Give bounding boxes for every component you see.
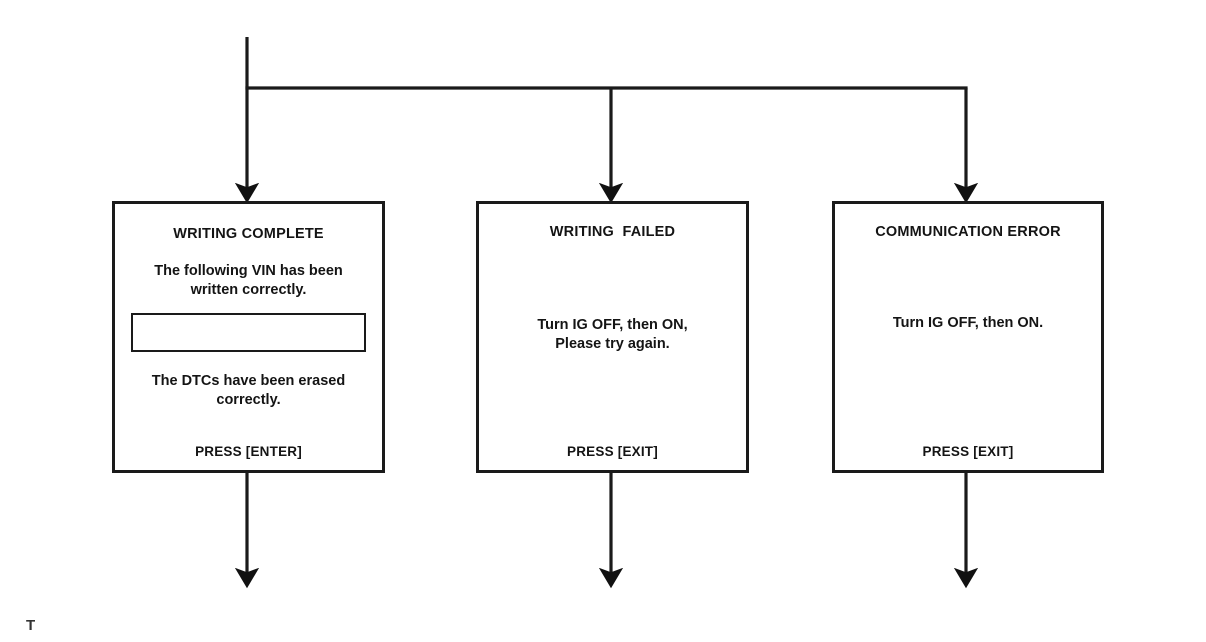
box-body-line-1: Turn IG OFF, then ON. bbox=[892, 315, 1044, 331]
corner-mark: T bbox=[26, 617, 36, 634]
box-title: COMMUNICATION ERROR bbox=[875, 224, 1061, 240]
screen-box-writing-failed: WRITING FAILED Turn IG OFF, then ON, Ple… bbox=[476, 201, 749, 473]
vin-field[interactable] bbox=[131, 313, 366, 352]
box-body-line-1: Turn IG OFF, then ON, bbox=[537, 317, 688, 333]
screen-box-writing-complete: WRITING COMPLETE The following VIN has b… bbox=[112, 201, 385, 473]
box-title: WRITING FAILED bbox=[549, 224, 676, 240]
box-body-line-1: The following VIN has been bbox=[154, 263, 343, 279]
box-footer-press-enter[interactable]: PRESS [ENTER] bbox=[195, 444, 302, 459]
box-title: WRITING COMPLETE bbox=[173, 226, 324, 242]
box-body-line-2: Please try again. bbox=[555, 336, 670, 352]
screen-box-communication-error: COMMUNICATION ERROR Turn IG OFF, then ON… bbox=[832, 201, 1104, 473]
box-body-line-2: written correctly. bbox=[190, 282, 307, 298]
box-body-line-3: The DTCs have been erased bbox=[151, 373, 346, 389]
box-body-line-4: correctly. bbox=[216, 392, 281, 408]
box-footer-press-exit[interactable]: PRESS [EXIT] bbox=[922, 444, 1014, 459]
box-footer-press-exit[interactable]: PRESS [EXIT] bbox=[567, 444, 658, 459]
